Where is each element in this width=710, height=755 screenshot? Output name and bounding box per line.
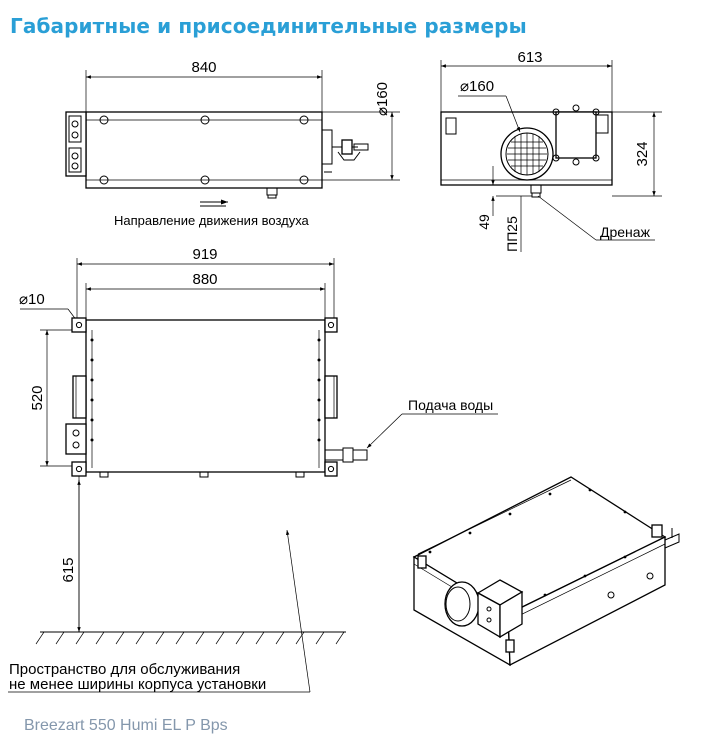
- drain-offset-dimension: 49: [476, 214, 492, 230]
- service-note-line1: Пространство для обслуживания: [9, 661, 240, 678]
- top-view-body: [85, 319, 326, 473]
- airflow-label: Направление движения воздуха: [114, 213, 310, 228]
- side-view-body: [85, 111, 323, 189]
- drain-label: Дренаж: [600, 224, 651, 240]
- water-supply-label: Подача воды: [408, 397, 493, 413]
- mount-spacing-dimension: 880: [192, 271, 217, 288]
- front-view: 613 ⌀160 324: [440, 49, 662, 252]
- side-view: 840 ⌀160 Направление движения воздуха: [65, 59, 400, 228]
- drain-fitting-size: ПП25: [504, 216, 520, 252]
- service-note-line2: не менее ширины корпуса установки: [9, 676, 266, 693]
- page-title: Габаритные и присоединительные размеры: [10, 14, 527, 38]
- width-dimension: 613: [517, 49, 542, 66]
- isometric-view: [412, 476, 680, 667]
- service-clearance-dimension: 615: [60, 557, 77, 582]
- model-caption: Breezart 550 Humi EL P Bps: [24, 717, 228, 734]
- top-view: 919 880 ⌀10: [19, 246, 498, 478]
- junction-box: [555, 111, 597, 159]
- depth-dimension: 520: [29, 385, 46, 410]
- duct-diameter-front: ⌀160: [460, 78, 494, 95]
- height-dimension: 324: [634, 141, 651, 166]
- overall-length-dimension: 919: [192, 246, 217, 263]
- service-space: 615 Пространство для обслуживания не мен…: [8, 476, 346, 693]
- duct-diameter-side: ⌀160: [374, 82, 391, 116]
- hole-diameter: ⌀10: [19, 291, 45, 308]
- length-dimension: 840: [191, 59, 216, 76]
